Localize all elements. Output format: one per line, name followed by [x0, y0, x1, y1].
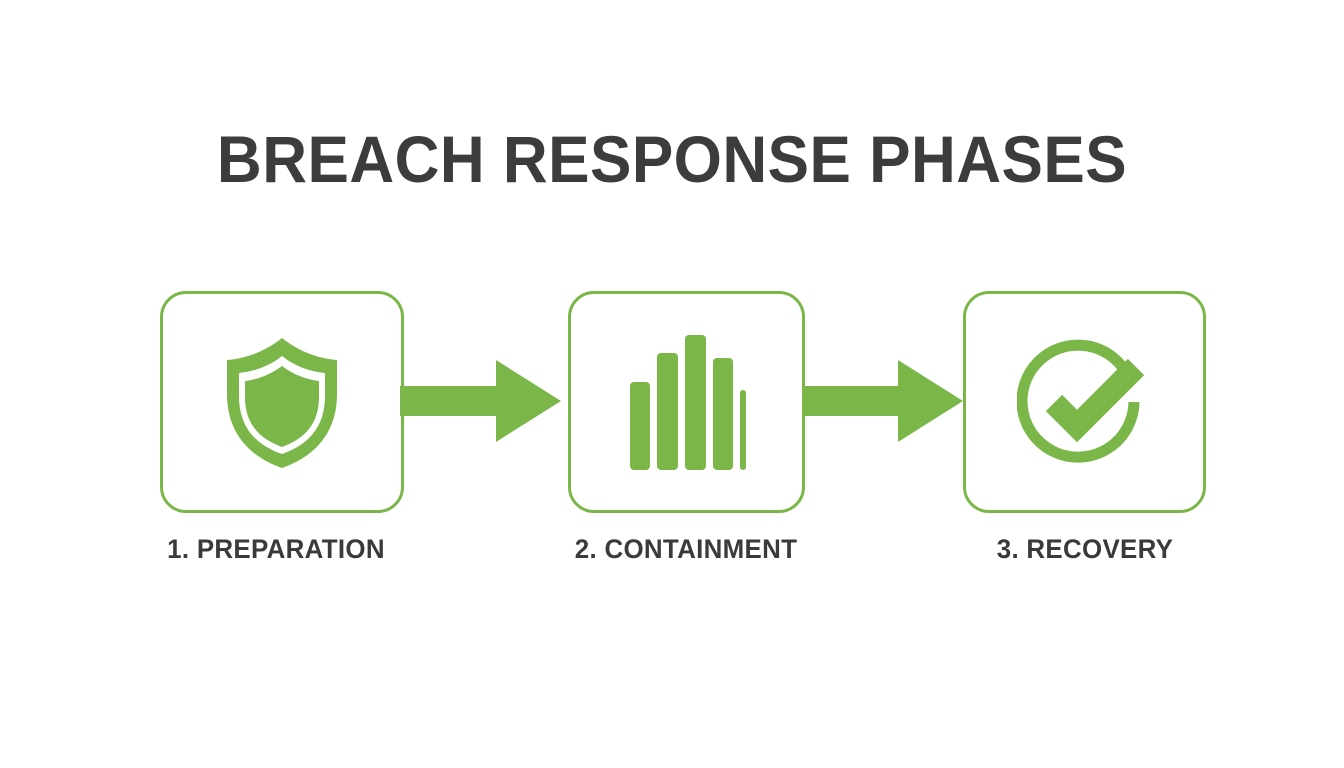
- step-label-preparation: 1. PREPARATION: [167, 534, 385, 564]
- shield-icon: [217, 332, 347, 472]
- step-card-containment[interactable]: [568, 291, 805, 513]
- step-card-recovery[interactable]: [963, 291, 1206, 513]
- bar-chart-icon: [628, 332, 746, 472]
- arrow-right-icon-1: [400, 358, 562, 444]
- arrow-right-icon-2: [802, 358, 964, 444]
- step-card-preparation[interactable]: [160, 291, 404, 513]
- check-circle-icon: [1016, 334, 1153, 470]
- step-label-containment: 2. CONTAINMENT: [574, 534, 798, 564]
- page-title: BREACH RESPONSE PHASES: [216, 122, 1128, 196]
- step-label-recovery: 3. RECOVERY: [996, 534, 1174, 564]
